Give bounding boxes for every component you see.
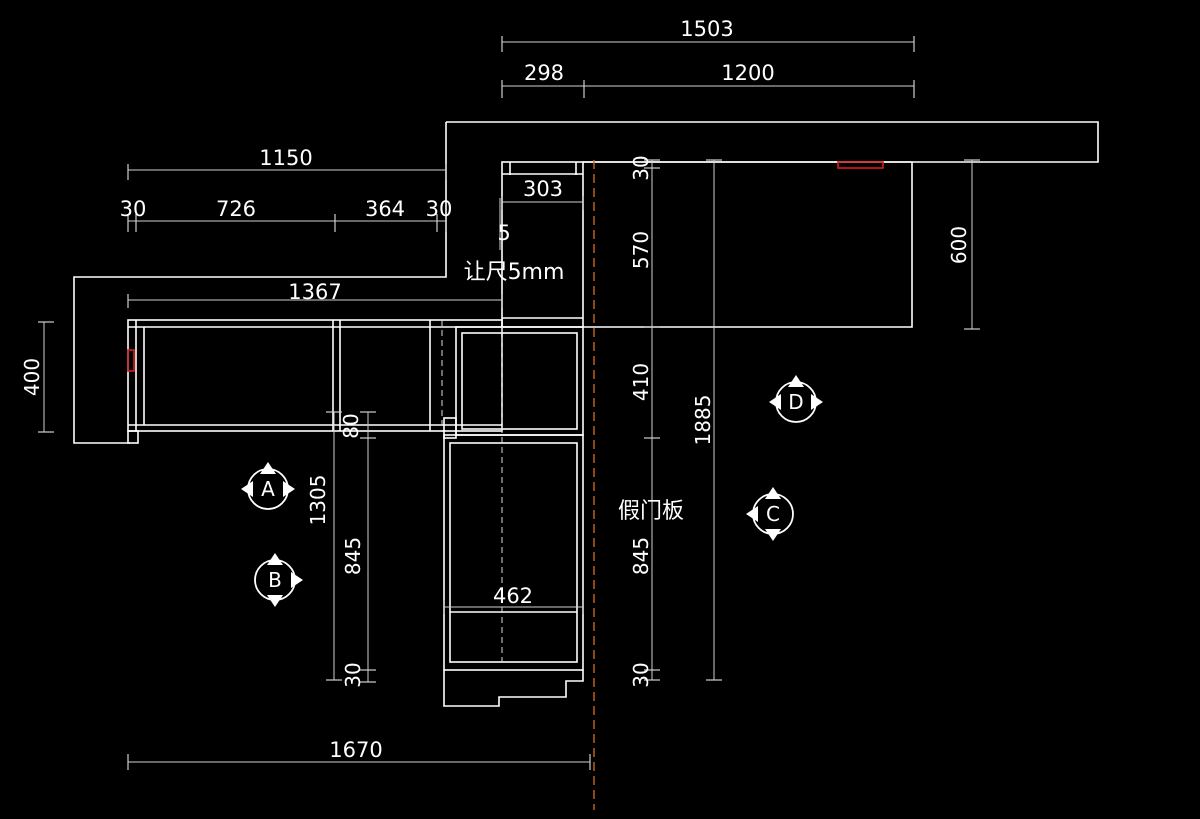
lower-cabinet [443, 327, 584, 707]
dim-303: 303 [523, 177, 563, 201]
corner-box [455, 326, 584, 436]
lower-cabinet-inner [449, 442, 578, 663]
dim-400: 400 [20, 358, 44, 396]
dim-600: 600 [947, 226, 971, 264]
dim-1670: 1670 [329, 738, 382, 762]
dim-5: 5 [497, 221, 510, 245]
note-clearance: 让尺5mm [464, 260, 565, 285]
dim-410: 410 [629, 363, 653, 401]
marker-arrow [769, 394, 781, 410]
marker-d-label: D [788, 390, 803, 414]
corner-box-inner [461, 332, 578, 430]
dim-845-right: 845 [629, 537, 653, 575]
top-wall [446, 121, 1099, 163]
marker-arrow [241, 481, 253, 497]
marker-arrow [765, 529, 781, 541]
lower-cabinet-base [443, 670, 584, 707]
corner-cabinet [443, 326, 584, 439]
dimension-lines [38, 36, 980, 770]
marker-arrow [746, 506, 758, 522]
dim-30-bottom-right: 30 [629, 662, 653, 687]
dim-30-right: 30 [426, 197, 453, 221]
dim-30-left: 30 [120, 197, 147, 221]
dim-30-top-right: 30 [629, 155, 653, 180]
dim-1885: 1885 [691, 395, 715, 446]
hardware-mark-top [837, 161, 884, 169]
dim-1367: 1367 [288, 280, 341, 304]
view-marker-c: C [746, 487, 794, 541]
view-marker-d: D [769, 375, 823, 423]
dim-30-bottom-left: 30 [341, 662, 365, 687]
view-marker-b: B [254, 553, 303, 607]
marker-arrow [283, 481, 295, 497]
dim-298: 298 [524, 61, 564, 85]
dim-1305: 1305 [306, 475, 330, 526]
dim-462: 462 [493, 584, 533, 608]
dim-364: 364 [365, 197, 405, 221]
marker-b-label: B [268, 568, 282, 592]
corner-post [443, 417, 457, 439]
marker-arrow [267, 553, 283, 565]
marker-arrow [765, 487, 781, 499]
dim-570: 570 [629, 231, 653, 269]
dim-1150: 1150 [259, 146, 312, 170]
marker-c-label: C [766, 502, 780, 526]
marker-a-label: A [261, 477, 275, 501]
dim-1200: 1200 [721, 61, 774, 85]
marker-arrow [267, 595, 283, 607]
marker-arrow [291, 572, 303, 588]
left-cabinet-frame [127, 319, 503, 432]
dim-1503: 1503 [680, 17, 733, 41]
left-cabinet-foot [127, 430, 139, 444]
marker-arrow [811, 394, 823, 410]
marker-arrow [260, 462, 276, 474]
dim-726: 726 [216, 197, 256, 221]
note-fake-panel: 假门板 [618, 499, 684, 524]
dim-845-left: 845 [341, 537, 365, 575]
left-cabinet [127, 319, 503, 444]
lower-cabinet-frame [443, 434, 584, 671]
hardware-mark-left [127, 349, 135, 372]
marker-arrow [788, 375, 804, 387]
view-marker-a: A [241, 462, 295, 510]
upper-right-area [583, 161, 913, 328]
dim-80: 80 [339, 413, 363, 438]
